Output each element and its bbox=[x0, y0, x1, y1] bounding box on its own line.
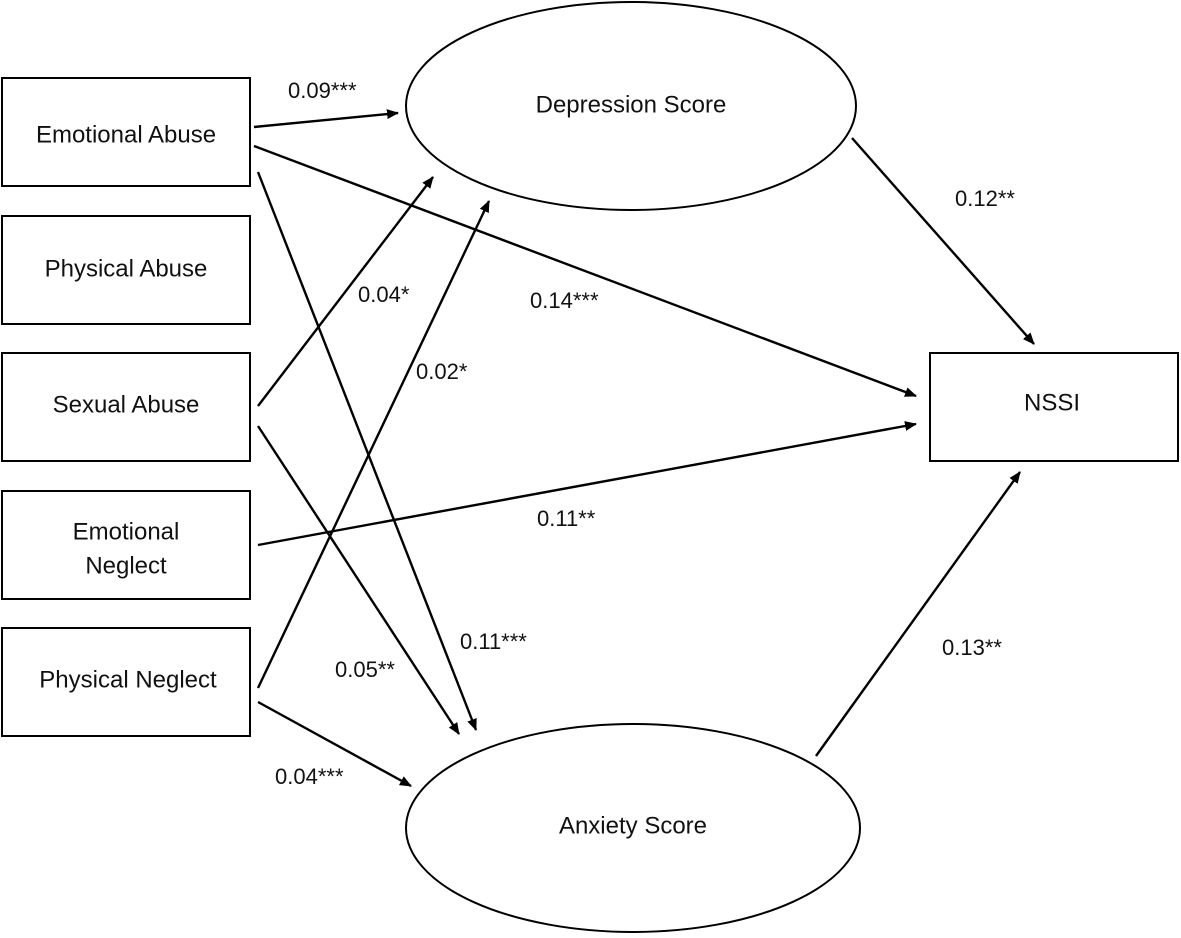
node-nssi-label: NSSI bbox=[1024, 389, 1080, 416]
node-emotional-abuse-label: Emotional Abuse bbox=[36, 121, 216, 148]
coef-sexual-abuse-anxiety: 0.05** bbox=[335, 657, 395, 682]
node-depression-score: Depression Score bbox=[405, 1, 857, 211]
node-anxiety-score: Anxiety Score bbox=[405, 723, 861, 933]
coef-emotional-abuse-depression: 0.09*** bbox=[288, 78, 357, 103]
arrow-sexual-abuse-to-anxiety bbox=[256, 425, 461, 735]
coef-physical-neglect-depression: 0.02* bbox=[416, 359, 468, 384]
coef-emotional-abuse-nssi: 0.14*** bbox=[530, 288, 599, 313]
coef-physical-neglect-anxiety: 0.04*** bbox=[275, 764, 344, 789]
coef-emotional-neglect-nssi: 0.11** bbox=[537, 506, 596, 531]
coef-depression-nssi: 0.12** bbox=[955, 186, 1015, 211]
arrow-physical-neglect-to-anxiety bbox=[257, 700, 412, 788]
arrow-emotional-neglect-to-nssi bbox=[257, 421, 917, 547]
arrow-emotional-abuse-to-nssi bbox=[253, 144, 917, 398]
node-emotional-neglect-label-line2: Neglect bbox=[85, 552, 167, 579]
coef-emotional-abuse-anxiety: 0.11*** bbox=[460, 629, 527, 654]
node-anxiety-score-label: Anxiety Score bbox=[559, 812, 707, 839]
arrow-depression-to-nssi bbox=[851, 137, 1035, 345]
coef-sexual-abuse-depression: 0.04* bbox=[358, 282, 410, 307]
node-emotional-abuse: Emotional Abuse bbox=[1, 77, 251, 187]
arrow-emotional-abuse-to-anxiety bbox=[256, 171, 478, 731]
node-emotional-neglect-label-line1: Emotional bbox=[73, 518, 180, 545]
node-physical-neglect: Physical Neglect bbox=[1, 627, 251, 737]
node-physical-abuse-label: Physical Abuse bbox=[45, 255, 208, 282]
node-sexual-abuse: Sexual Abuse bbox=[1, 352, 251, 462]
arrow-sexual-abuse-to-depression bbox=[257, 176, 434, 407]
node-sexual-abuse-label: Sexual Abuse bbox=[53, 391, 200, 418]
node-physical-neglect-label: Physical Neglect bbox=[39, 666, 217, 693]
arrow-physical-neglect-to-depression bbox=[256, 200, 491, 689]
arrow-emotional-abuse-to-depression bbox=[253, 109, 399, 129]
node-nssi: NSSI bbox=[929, 352, 1179, 462]
arrow-anxiety-to-nssi bbox=[815, 471, 1021, 757]
node-emotional-neglect: Emotional Neglect bbox=[1, 490, 251, 600]
node-depression-score-label: Depression Score bbox=[536, 91, 727, 118]
node-physical-abuse: Physical Abuse bbox=[1, 215, 251, 325]
coef-anxiety-nssi: 0.13** bbox=[942, 635, 1002, 660]
